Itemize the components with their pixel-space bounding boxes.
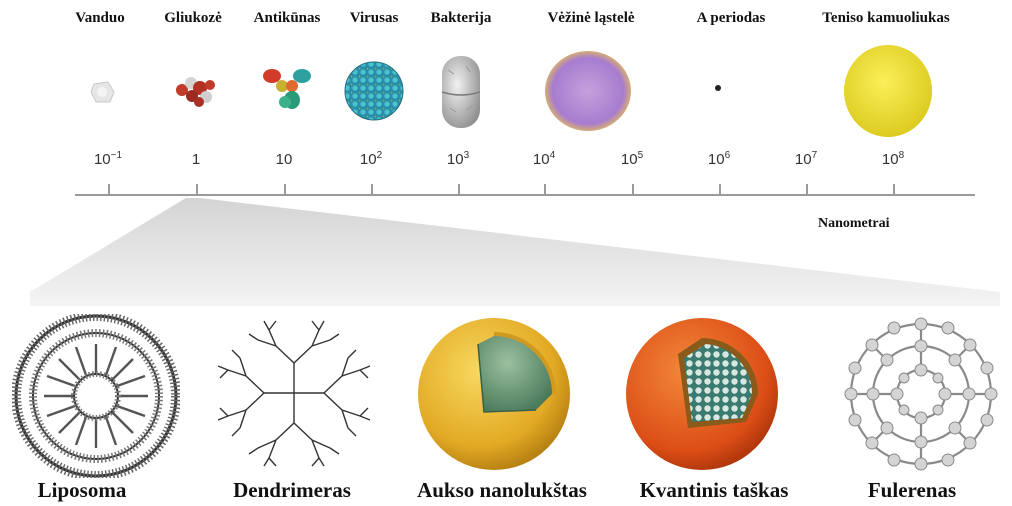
tick-label: 102 xyxy=(360,150,382,168)
label-dendrimer: Dendrimeras xyxy=(233,478,351,503)
axis-tick xyxy=(719,184,721,194)
bacteria-icon xyxy=(436,52,486,132)
label-antibody: Antikūnas xyxy=(254,10,321,27)
axis-tick xyxy=(196,184,198,194)
tick-label: 1 xyxy=(192,150,200,168)
tick-label: 106 xyxy=(708,150,730,168)
tick-label: 10 xyxy=(276,150,293,168)
label-liposome: Liposoma xyxy=(38,478,127,503)
tick-label: 105 xyxy=(621,150,643,168)
quantum-dot-icon xyxy=(622,314,782,474)
axis-tick xyxy=(284,184,286,194)
period-dot-icon xyxy=(714,84,722,92)
antibody-icon xyxy=(258,64,318,114)
zoom-projection-wedge xyxy=(0,196,1012,306)
label-water: Vanduo xyxy=(75,10,124,27)
label-fullerene: Fulerenas xyxy=(868,478,956,503)
liposome-icon xyxy=(12,314,180,478)
axis-tick xyxy=(893,184,895,194)
axis-tick xyxy=(806,184,808,194)
glucose-molecule-icon xyxy=(172,72,222,110)
axis-tick xyxy=(632,184,634,194)
cancer-cell-icon xyxy=(543,50,633,132)
label-quantum-dot: Kvantinis taškas xyxy=(640,478,789,503)
tick-label: 103 xyxy=(447,150,469,168)
label-cancer-cell: Vėžinė ląstelė xyxy=(547,10,634,27)
dendrimer-icon xyxy=(214,318,374,468)
tennis-ball-icon xyxy=(843,44,933,138)
tick-label: 108 xyxy=(882,150,904,168)
axis-tick xyxy=(544,184,546,194)
label-bacteria: Bakterija xyxy=(431,10,492,27)
label-virus: Virusas xyxy=(350,10,399,27)
axis-tick xyxy=(371,184,373,194)
tick-label: 107 xyxy=(795,150,817,168)
water-molecule-icon xyxy=(88,78,118,106)
label-period: A periodas xyxy=(697,10,766,27)
label-gold-nanoshell: Aukso nanolukštas xyxy=(417,478,587,503)
gold-nanoshell-icon xyxy=(414,314,574,474)
tick-label: 10−1 xyxy=(94,150,122,168)
label-tennis-ball: Teniso kamuoliukas xyxy=(822,10,949,27)
fullerene-icon xyxy=(838,312,1004,476)
axis-tick xyxy=(108,184,110,194)
label-glucose: Gliukozė xyxy=(164,10,222,27)
axis-tick xyxy=(458,184,460,194)
virus-icon xyxy=(343,60,405,122)
tick-label: 104 xyxy=(533,150,555,168)
